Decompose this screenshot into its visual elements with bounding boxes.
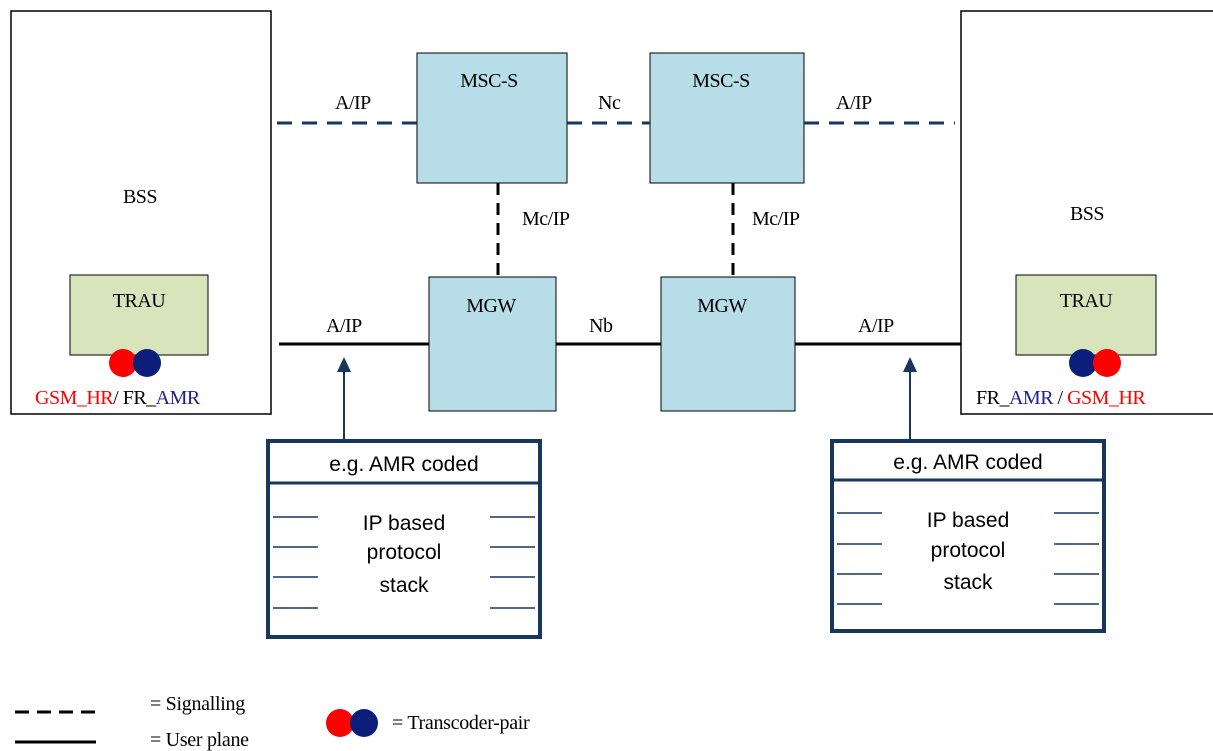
transcoder-blue-circle-right [1069, 349, 1097, 377]
protocol-stack-right-box [830, 439, 1106, 633]
protocol-stack-left: e.g. AMR coded IP based protocol stack [266, 439, 542, 639]
codec-amr-left: AMR [156, 387, 201, 409]
codec-amr-right: AMR [1009, 387, 1054, 409]
bss-right-codecs: FR_AMR / GSM_HR [976, 387, 1146, 409]
msc-s-left-node [416, 52, 568, 184]
codec-sep-right: / [1053, 387, 1067, 409]
protocol-stack-left-layer-lines [273, 516, 535, 609]
legend-transcoder-label: = Transcoder-pair [392, 712, 530, 734]
trau-left-label: TRAU [113, 290, 167, 312]
bss-left-codecs: GSM_HR/ FR_AMR [35, 387, 201, 409]
a-ip-signalling-left-label: A/IP [335, 92, 371, 114]
mgw-left-label: MGW [466, 295, 516, 317]
mc-ip-left-label: Mc/IP [522, 208, 570, 230]
transcoder-red-circle-right [1093, 349, 1121, 377]
protocol-stack-right: e.g. AMR coded IP based protocol stack [830, 439, 1106, 633]
protocol-stack-right-layer-lines [837, 512, 1099, 605]
msc-s-left-label: MSC-S [460, 70, 518, 92]
protocol-stack-left-box [266, 439, 542, 639]
codec-gsm-hr-right: GSM_HR [1067, 387, 1146, 409]
protocol-stack-right-line1: IP based [927, 509, 1010, 532]
codec-fr-right: FR_ [976, 387, 1010, 409]
nb-label: Nb [589, 315, 613, 337]
protocol-stack-left-line3: stack [379, 574, 429, 597]
legend-user-plane-label: = User plane [150, 729, 249, 751]
bss-left-label: BSS [123, 186, 157, 208]
legend-transcoder-red-circle [326, 709, 354, 737]
protocol-stack-left-line1: IP based [363, 512, 446, 535]
a-ip-signalling-right-label: A/IP [836, 92, 872, 114]
protocol-stack-left-header: e.g. AMR coded [329, 453, 478, 476]
a-ip-user-right-label: A/IP [858, 315, 894, 337]
codec-gsm-hr-left: GSM_HR [35, 387, 114, 409]
mgw-right-label: MGW [697, 295, 747, 317]
transcoder-red-circle-left [109, 349, 137, 377]
msc-s-right-label: MSC-S [692, 70, 750, 92]
arrow-right-head [903, 357, 917, 372]
protocol-stack-right-header: e.g. AMR coded [893, 451, 1042, 474]
legend: = Signalling = User plane = Transcoder-p… [15, 693, 530, 751]
codec-fr-left: FR_ [123, 387, 157, 409]
protocol-stack-right-line2: protocol [931, 539, 1006, 562]
mc-ip-right-label: Mc/IP [752, 208, 800, 230]
transcoder-blue-circle-left [133, 349, 161, 377]
codec-sep-left: / [113, 387, 123, 409]
trau-right-box [1015, 274, 1157, 356]
nc-label: Nc [598, 92, 621, 114]
a-ip-user-left-label: A/IP [326, 315, 362, 337]
arrow-left-head [337, 357, 351, 372]
mgw-left-node [428, 276, 557, 412]
bss-right-label: BSS [1070, 203, 1104, 225]
msc-s-right-node [649, 52, 805, 184]
protocol-stack-right-line3: stack [943, 571, 993, 594]
legend-transcoder-blue-circle [350, 709, 378, 737]
trau-right-label: TRAU [1060, 290, 1114, 312]
legend-signalling-label: = Signalling [150, 693, 245, 715]
trau-left-box [69, 274, 209, 356]
protocol-stack-left-line2: protocol [367, 541, 442, 564]
